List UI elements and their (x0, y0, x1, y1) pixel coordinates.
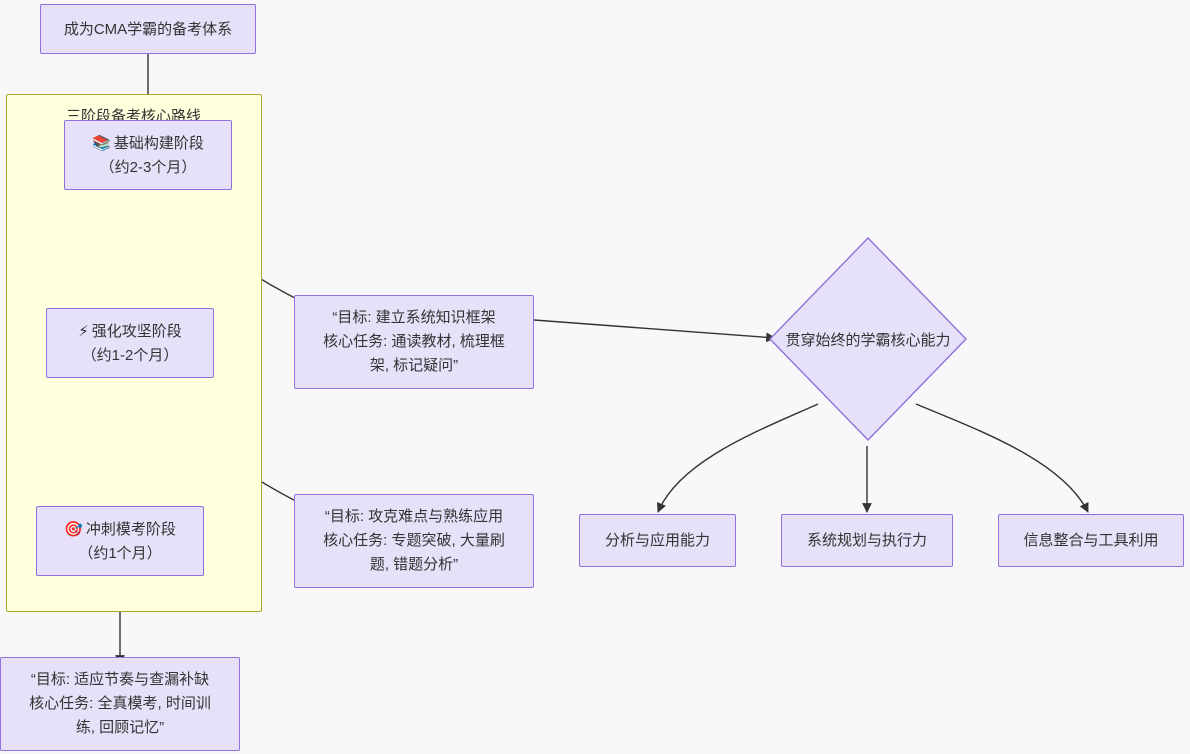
node-phase-foundation[interactable]: 📚基础构建阶段 （约2-3个月） (64, 120, 232, 190)
node-root[interactable]: 成为CMA学霸的备考体系 (40, 4, 256, 54)
node-core-ability-label: 贯穿始终的学霸核心能力 (785, 331, 951, 349)
node-root-label: 成为CMA学霸的备考体系 (63, 20, 233, 38)
node-phase-foundation-title: 📚基础构建阶段 (92, 131, 204, 156)
node-core-ability[interactable]: 贯穿始终的学霸核心能力 (768, 236, 968, 442)
node-phase-intensive-title: ⚡强化攻坚阶段 (78, 319, 182, 344)
node-ability-information[interactable]: 信息整合与工具利用 (998, 514, 1184, 567)
node-phase-foundation-text: 基础构建阶段 (113, 134, 204, 152)
node-detail-sprint-line2: 核心任务: 全真模考, 时间训 (29, 695, 211, 712)
target-icon: 🎯 (64, 519, 83, 538)
lightning-icon: ⚡ (78, 321, 89, 340)
node-ability-information-label: 信息整合与工具利用 (1023, 532, 1159, 549)
node-ability-analysis[interactable]: 分析与应用能力 (579, 514, 736, 567)
node-ability-planning-label: 系统规划与执行力 (806, 532, 927, 549)
node-phase-sprint-duration: （约1个月） (78, 544, 162, 562)
node-detail-sprint-line3: 练, 回顾记忆” (75, 719, 165, 736)
node-phase-foundation-duration: （约2-3个月） (99, 158, 197, 176)
diamond-shape (769, 236, 967, 442)
node-detail-intensive[interactable]: “目标: 攻克难点与熟练应用 核心任务: 专题突破, 大量刷 题, 错题分析” (294, 494, 534, 588)
node-detail-sprint[interactable]: “目标: 适应节奏与查漏补缺 核心任务: 全真模考, 时间训 练, 回顾记忆” (0, 657, 240, 751)
node-phase-sprint-text: 冲刺模考阶段 (85, 520, 176, 538)
edge-detail1-to-core (533, 319, 776, 343)
node-detail-intensive-line2: 核心任务: 专题突破, 大量刷 (323, 532, 505, 549)
node-ability-planning[interactable]: 系统规划与执行力 (781, 514, 953, 567)
node-detail-foundation[interactable]: “目标: 建立系统知识框架 核心任务: 通读教材, 梳理框 架, 标记疑问” (294, 295, 534, 389)
node-detail-intensive-line1: “目标: 攻克难点与熟练应用 (324, 508, 504, 525)
node-phase-sprint[interactable]: 🎯冲刺模考阶段 （约1个月） (36, 506, 204, 576)
node-phase-sprint-title: 🎯冲刺模考阶段 (64, 517, 176, 542)
books-icon: 📚 (92, 133, 111, 152)
node-detail-foundation-line3: 架, 标记疑问” (369, 357, 459, 374)
node-detail-intensive-line3: 题, 错题分析” (369, 556, 459, 573)
node-phase-intensive-duration: （约1-2个月） (81, 346, 179, 364)
node-detail-foundation-line1: “目标: 建立系统知识框架 (332, 309, 496, 326)
node-phase-intensive[interactable]: ⚡强化攻坚阶段 （约1-2个月） (46, 308, 214, 378)
node-phase-intensive-text: 强化攻坚阶段 (91, 322, 182, 340)
node-ability-analysis-label: 分析与应用能力 (604, 532, 710, 549)
node-detail-foundation-line2: 核心任务: 通读教材, 梳理框 (323, 333, 505, 350)
node-detail-sprint-line1: “目标: 适应节奏与查漏补缺 (30, 671, 210, 688)
